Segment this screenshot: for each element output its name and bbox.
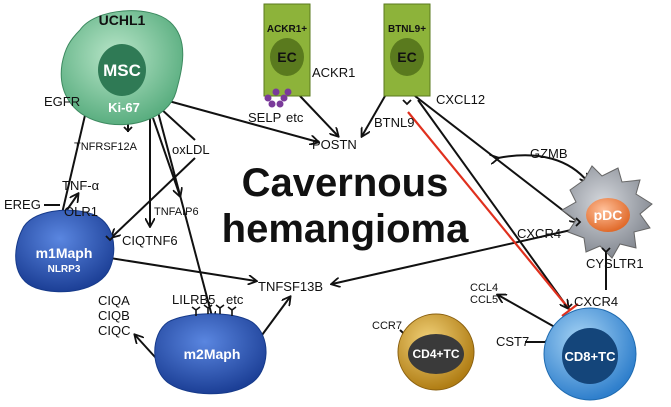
label-postn: POSTN [312, 137, 357, 152]
ec1-nucleus [270, 38, 304, 76]
cxcr4-pdc-receptor-icon [575, 217, 582, 227]
pdc-cell: pDC [561, 165, 653, 259]
label-btnl9: BTNL9 [374, 115, 414, 130]
edge-cxcl12-cd8 [417, 99, 568, 308]
label-ccl4: CCL4 [470, 282, 498, 294]
ec2-nucleus [390, 38, 424, 76]
label-olr1: OLR1 [64, 204, 98, 219]
lilrb5-receptor-icon [191, 304, 237, 316]
label-lilrb5-etc: etc [226, 292, 244, 307]
edge-gzmb [498, 155, 588, 182]
diagram-title-line2: hemangioma [222, 207, 469, 251]
diagram-title-line1: Cavernous [242, 161, 449, 205]
m2maph-cell: m2Maph [154, 304, 267, 395]
ec-ackr1-cell: ACKR1+ EC [263, 3, 311, 97]
label-cxcl12: CXCL12 [436, 92, 485, 107]
label-ciqb: CIQB [98, 308, 130, 323]
label-tnfsf13b: TNFSF13B [258, 279, 323, 294]
selp-icon [264, 88, 292, 108]
cd4tc-cell: CD4+TC [397, 313, 475, 391]
edge-ec1-postn [299, 95, 338, 136]
tnfrsf12a-receptor-icon [123, 126, 133, 133]
m2-body [154, 313, 267, 395]
label-ciqa: CIQA [98, 293, 130, 308]
edge-pdc-tnfsf13b [332, 227, 581, 284]
edge-msc-oxldl [159, 107, 196, 141]
pdc-nucleus [586, 198, 630, 232]
label-tnfaip6: TNFAIP6 [154, 206, 199, 218]
label-cst7: CST7 [496, 334, 529, 349]
cd8-label: CD8+TC [565, 349, 617, 364]
cd4-nucleus [408, 334, 464, 374]
edge-m1-tnfsf13b [109, 257, 256, 281]
receptor-icons [105, 99, 611, 310]
label-egfr: EGFR [44, 94, 80, 109]
msc-bottom-marker: Ki-67 [108, 100, 140, 115]
label-ccl5: CCL5 [470, 294, 498, 306]
edge-msc-tnfaip6 [152, 117, 180, 196]
msc-label: MSC [103, 61, 141, 80]
label-oxldl: oxLDL [172, 142, 210, 157]
pdc-label: pDC [594, 207, 623, 223]
edge-oxldl-olr1 [112, 157, 196, 237]
label-selp-etc: etc [286, 110, 304, 125]
cd8-nucleus [562, 328, 618, 384]
label-cysltr1: CYSLTR1 [586, 256, 644, 271]
ec2-marker: BTNL9+ [388, 24, 426, 35]
msc-cell: UCHL1 MSC Ki-67 [60, 10, 184, 126]
label-ciqtnf6: CIQTNF6 [122, 233, 178, 248]
label-lilrb5: LILRB5 [172, 292, 215, 307]
label-cxcr4-pdc: CXCR4 [517, 226, 561, 241]
edge-inhibit-btnl9-cd8 [407, 111, 571, 311]
cysltr1-receptor-icon [601, 247, 611, 254]
label-ackr1: ACKR1 [312, 65, 355, 80]
m1-body [15, 209, 115, 293]
edge-inhibit-bar [561, 303, 579, 317]
label-ccr7: CCR7 [372, 320, 402, 332]
gene-labels: EGFR TNFRSF12A EREG TNF-α OLR1 oxLDL TNF… [4, 65, 644, 349]
m1-sublabel: NLRP3 [48, 264, 81, 275]
label-tnfa: TNF-α [62, 178, 100, 193]
olr1-receptor-icon [105, 235, 115, 242]
label-ereg: EREG [4, 197, 41, 212]
label-selp: SELP [248, 110, 281, 125]
label-gzmb: GZMB [530, 146, 568, 161]
ec1-label: EC [277, 49, 296, 65]
cxcr4-cd8-receptor-icon [563, 303, 573, 310]
m2-label: m2Maph [184, 346, 241, 362]
ec2-label: EC [397, 49, 416, 65]
edge-ec2-postn [362, 95, 386, 136]
edge-msc-lilrb5 [157, 111, 213, 320]
m1maph-cell: m1Maph NLRP3 [15, 209, 115, 293]
ec-btnl9-cell: BTNL9+ EC [383, 3, 431, 97]
edge-m2-tnfsf13b [261, 297, 290, 336]
m1-label: m1Maph [36, 245, 93, 261]
edge-msc-postn [164, 99, 318, 142]
cd4-label: CD4+TC [412, 347, 459, 361]
label-tnfrsf12a: TNFRSF12A [74, 141, 138, 153]
edge-cd8-ccl [498, 295, 561, 331]
label-cxcr4-cd8: CXCR4 [574, 294, 618, 309]
ec1-marker: ACKR1+ [267, 24, 307, 35]
msc-top-marker: UCHL1 [99, 12, 146, 28]
btnl9-receptor-icon [402, 99, 412, 106]
msc-nucleus [98, 44, 146, 96]
label-ciqc: CIQC [98, 323, 131, 338]
cd8tc-cell: CD8+TC [543, 307, 637, 401]
